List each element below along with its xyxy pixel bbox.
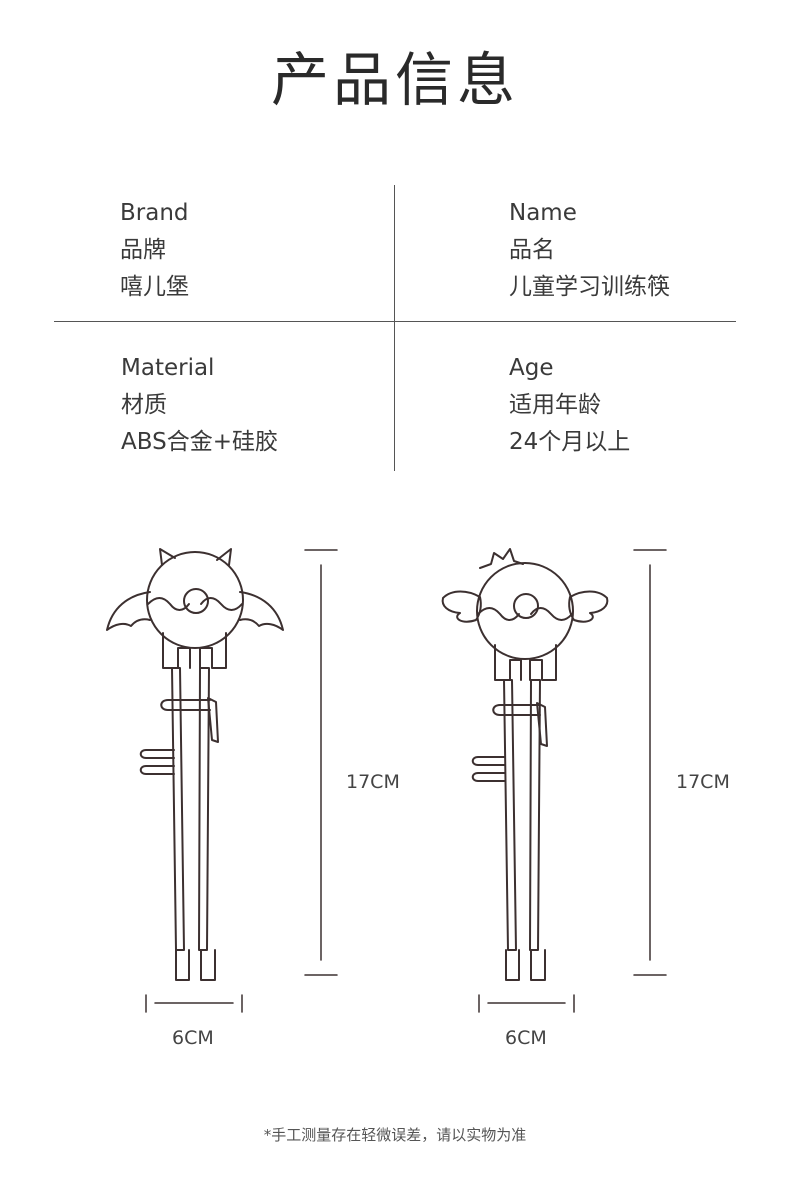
right-width-label: 6CM xyxy=(505,1027,547,1049)
angel-chopsticks-illustration xyxy=(441,548,609,981)
angel-head-ball xyxy=(513,593,539,619)
age-cell: Age 适用年龄 24个月以上 xyxy=(509,350,630,461)
age-value: 24个月以上 xyxy=(509,429,631,455)
devil-head xyxy=(146,551,244,649)
head-ball xyxy=(183,588,209,614)
angel-ring-clip xyxy=(536,702,548,747)
angel-head-wave xyxy=(477,607,573,621)
info-horizontal-divider xyxy=(54,321,736,322)
measurement-note: *手工测量存在轻微误差，请以实物为准 xyxy=(263,1126,527,1144)
angel-head xyxy=(476,562,574,660)
brand-value: 嘻儿堡 xyxy=(120,274,189,300)
right-height-label: 17CM xyxy=(676,771,730,793)
left-width-dimension xyxy=(145,994,243,1013)
upper-ring xyxy=(160,699,211,711)
page-title: 产品信息 xyxy=(270,46,519,114)
left-height-dimension xyxy=(304,549,338,976)
material-value: ABS合金+硅胶 xyxy=(121,429,278,455)
left-horn xyxy=(159,548,176,566)
right-height-dimension xyxy=(633,549,667,976)
material-label-en: Material xyxy=(121,355,215,381)
head-wave xyxy=(147,597,243,611)
left-width-label: 6CM xyxy=(172,1027,214,1049)
angel-right-stick xyxy=(529,679,541,951)
material-cell: Material 材质 ABS合金+硅胶 xyxy=(121,350,278,461)
angel-neck xyxy=(494,644,557,681)
brand-label-en: Brand xyxy=(120,200,189,226)
ring-clip xyxy=(207,697,219,743)
age-label-cn: 适用年龄 xyxy=(509,392,601,418)
left-stick xyxy=(171,667,185,951)
brand-label-cn: 品牌 xyxy=(120,237,166,263)
crown xyxy=(479,548,524,569)
brand-cell: Brand 品牌 嘻儿堡 xyxy=(120,195,189,306)
left-stick-tip xyxy=(175,949,190,981)
angel-finger-loop-bottom xyxy=(471,772,506,782)
left-wing xyxy=(106,591,151,631)
devil-neck xyxy=(162,632,227,669)
right-wing xyxy=(239,591,284,631)
name-label-cn: 品名 xyxy=(509,237,555,263)
right-stick xyxy=(198,667,210,951)
right-stick-tip xyxy=(200,949,216,981)
devil-chopsticks-illustration xyxy=(106,548,284,981)
info-vertical-divider xyxy=(394,185,395,471)
finger-loop-top xyxy=(139,749,175,759)
right-width-dimension xyxy=(478,994,575,1013)
angel-finger-loop-top xyxy=(471,756,506,766)
angel-right-tip xyxy=(530,949,546,981)
angel-upper-ring xyxy=(492,704,541,716)
name-label-en: Name xyxy=(509,200,577,226)
left-height-label: 17CM xyxy=(346,771,400,793)
angel-left-stick xyxy=(503,679,517,951)
left-feather-wing xyxy=(441,590,482,623)
right-horn xyxy=(216,548,232,566)
product-drawings xyxy=(106,548,667,1013)
name-value: 儿童学习训练筷 xyxy=(509,274,670,300)
finger-loop-bottom xyxy=(139,765,175,775)
age-label-en: Age xyxy=(509,355,554,381)
angel-left-tip xyxy=(505,949,520,981)
right-feather-wing xyxy=(568,590,609,623)
material-label-cn: 材质 xyxy=(121,392,167,418)
name-cell: Name 品名 儿童学习训练筷 xyxy=(509,195,670,306)
